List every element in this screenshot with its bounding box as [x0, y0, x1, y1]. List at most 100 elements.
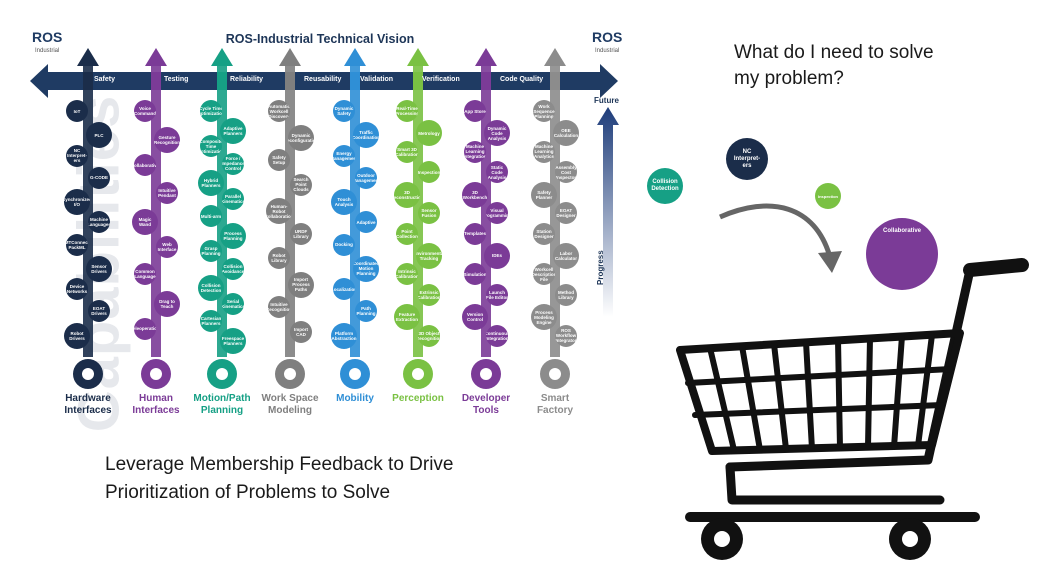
capability-bubble: Machine Learning Integration [464, 140, 486, 163]
capability-bubble: Machine Languages [88, 211, 110, 234]
column-icon-glyph [216, 368, 228, 380]
capability-bubble: Dynamic Code Analysis [484, 120, 510, 147]
capability-bubble: Intrinsic Calibration [396, 263, 418, 286]
capability-bubble: Machine Learning Analytics [533, 140, 555, 163]
capability-bubble: Composite Time Optimization [200, 135, 222, 157]
capability-bubble: Safety Planner [531, 181, 557, 208]
capability-bubble: Metrology [416, 120, 442, 147]
capability-bubble: Freespace Planners [220, 327, 246, 354]
column-crossing [83, 72, 93, 90]
capability-bubble: Grasp Planning [200, 240, 222, 262]
capability-bubble: IoT [66, 100, 88, 122]
capability-bubble: Labor Calculator [553, 242, 579, 269]
category-arrow-right [600, 64, 618, 98]
capability-bubble: Intuitive Recognition [268, 296, 290, 318]
column-label: Motion/Path Planning [193, 393, 251, 416]
column-arrowhead [407, 48, 429, 66]
column-crossing [550, 72, 560, 90]
capability-bubble: MTConnect PackML [66, 233, 88, 256]
capability-bubble: Cartesian Planners [200, 310, 222, 332]
column-crossing [285, 72, 295, 90]
capability-bubble: Import Process Paths [288, 271, 314, 298]
capability-bubble: Magic Wand [132, 208, 158, 235]
column-shaft [83, 62, 93, 357]
column-shaft [350, 62, 360, 357]
capability-bubble: Serial Kinematics [222, 292, 244, 315]
column-icon-glyph [349, 368, 361, 380]
curved-arrow-icon [718, 203, 842, 273]
ros-industrial-logo-right: ROS Industrial [592, 30, 622, 58]
capability-bubble: Hybrid Planners [198, 170, 224, 196]
capability-bubble: 3D Workbench [462, 181, 488, 208]
capability-bubble: Localization [333, 278, 355, 301]
capability-bubble: Platform Abstraction [331, 322, 357, 349]
capability-bubble: Search Point Clouds [290, 173, 312, 196]
question-line: What do I need to solve my problem? [734, 42, 934, 89]
capability-bubble: ROS Workflow Integrator [555, 324, 577, 347]
shopping-cart-icon [676, 258, 1029, 560]
category-bar [48, 72, 600, 90]
column-crossing [481, 72, 491, 90]
selected-capability-bubble: Inspection [815, 183, 841, 209]
column-arrowhead [544, 48, 566, 66]
capability-bubble: Process Planning [220, 222, 246, 249]
column-arrowhead [279, 48, 301, 66]
category-testing: Testing [164, 76, 189, 83]
capability-bubble: Voice Command [134, 100, 156, 122]
capability-bubble: Touch Analysis [331, 189, 357, 216]
capability-bubble: Sensor Drivers [86, 255, 112, 282]
capability-bubble: G-CODE [88, 166, 110, 189]
capability-bubble: Adaptive Planners [220, 117, 246, 144]
column-crossing [413, 72, 423, 90]
capability-bubble: Assembly Cost Inspector [555, 161, 577, 184]
column-label: Smart Factory [536, 393, 574, 416]
column-icon-glyph [412, 368, 424, 380]
caption-text: Leverage Membership Feedback to Drive Pr… [105, 451, 454, 507]
selected-capability-bubble: Collision Detection [647, 168, 683, 204]
capability-bubble: Web Interface [156, 236, 178, 259]
column-label: Developer Tools [461, 393, 511, 416]
column-crossing [217, 72, 227, 90]
capability-bubble: Station Designer [533, 222, 555, 245]
column-crossing [350, 72, 360, 90]
capability-bubble: Force / Impedance Control [222, 152, 244, 175]
selected-capability-bubble: Collaborative [866, 218, 938, 290]
capability-bubble: Process Modeling Engine [531, 304, 557, 331]
column-icon-glyph [284, 368, 296, 380]
capability-bubble: Teleoperation [134, 317, 156, 340]
capability-bubble: Collaborative [134, 154, 156, 177]
capability-bubble: Import CAD [290, 320, 312, 343]
column-icon-glyph [549, 368, 561, 380]
column-arrowhead [145, 48, 167, 66]
question-text: What do I need to solve my problem? [734, 40, 934, 92]
column-icon-glyph [150, 368, 162, 380]
column-label: Hardware Interfaces [64, 393, 112, 416]
capability-bubble: Extrinsic Calibration [418, 283, 440, 306]
column-arrowhead [344, 48, 366, 66]
category-safety: Safety [94, 76, 116, 83]
column-label: Perception [392, 393, 444, 404]
progress-arrow [597, 107, 619, 317]
capability-bubble: Device Networks [66, 278, 88, 301]
capability-bubble: Robot Library [268, 247, 290, 269]
capability-bubble: Automatic Workcell Discovery [268, 100, 290, 122]
logo-sub-right: Industrial [594, 48, 620, 54]
capability-bubble: 3D Reconstruction [394, 181, 420, 208]
capability-bubble: Robot Drivers [64, 322, 90, 349]
capability-bubble: Parallel Kinematics [222, 187, 244, 210]
capability-bubble: Synchronized I/O [64, 189, 90, 216]
capability-bubble: URDF Library [290, 222, 312, 245]
capability-bubble: Adaptive [355, 211, 377, 234]
column-arrowhead [77, 48, 99, 66]
capability-bubble: Path Planning [355, 300, 377, 323]
logo-text-right: ROS [592, 29, 623, 45]
ros-industrial-logo-left: ROS Industrial [32, 30, 62, 58]
category-verification: Verification [422, 76, 460, 83]
column-label: Mobility [336, 393, 374, 404]
capability-bubble: Simulation [464, 263, 486, 286]
category-reliability: Reliability [230, 76, 264, 83]
capability-bubble: Coordinated Motion Planning [353, 255, 379, 282]
capability-bubble: Launch File Editor [486, 283, 508, 306]
capability-bubble: Multi-arm [200, 205, 222, 227]
capability-bubble: Dynamic Safety [333, 100, 355, 122]
